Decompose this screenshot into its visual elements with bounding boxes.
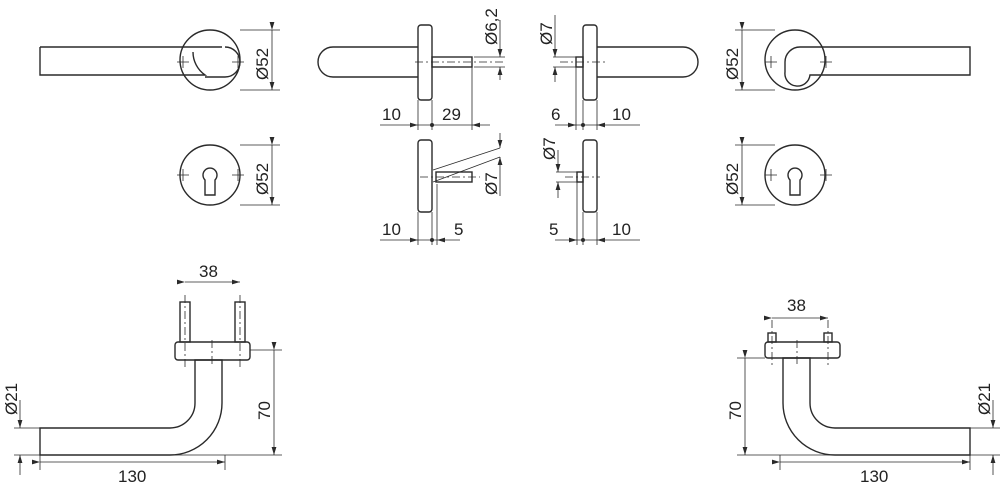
dim-lever-length-right: 130	[860, 467, 888, 486]
dim-spindle-diameter: Ø6,2	[482, 8, 501, 45]
lever-front-left: Ø52	[39, 22, 280, 91]
dim-lever-diameter-left: Ø21	[2, 383, 21, 415]
escutcheon-side-left: 10 5 Ø7	[380, 133, 503, 245]
dim-lever-height-right: 70	[726, 401, 745, 420]
dim-escutcheon-diameter-right: Ø52	[723, 163, 742, 195]
dim-pin-length-left: 5	[454, 220, 463, 239]
escutcheon-front-right: Ø52	[723, 137, 832, 206]
dim-pin-diameter-lower-right: Ø7	[540, 137, 559, 160]
dim-lever-diameter-right: Ø21	[975, 383, 994, 415]
dim-pin-length-6: 6	[551, 105, 560, 124]
dim-rose-diameter: Ø52	[253, 48, 272, 80]
dim-pin-length-right: 5	[549, 220, 558, 239]
escutcheon-front-left: Ø52	[177, 137, 280, 206]
dim-rose-thickness: 10	[382, 105, 401, 124]
dim-pin-diameter-upper: Ø7	[537, 22, 556, 45]
dim-lever-length-left: 130	[118, 467, 146, 486]
lever-side-left: 10 29 Ø6,2	[317, 8, 505, 130]
dim-lever-height-left: 70	[255, 401, 274, 420]
lever-top-right: 38 70 130 Ø21	[726, 296, 1000, 486]
lever-side-right: 6 10 Ø7	[537, 15, 699, 130]
lever-front-right: Ø52	[723, 22, 971, 91]
lever-top-left: 38 70 130 Ø21	[2, 262, 282, 486]
dim-escutcheon-diameter: Ø52	[253, 163, 272, 195]
dim-pin-diameter-lower-left: Ø7	[482, 172, 501, 195]
dim-pin-spacing-left: 38	[199, 262, 218, 281]
dim-rose-thickness-right: 10	[612, 105, 631, 124]
dim-rose-thickness-right-lower: 10	[612, 220, 631, 239]
dim-rose-diameter-right: Ø52	[723, 48, 742, 80]
dim-pin-spacing-right: 38	[787, 296, 806, 315]
dim-rose-thickness-lower: 10	[382, 220, 401, 239]
dim-spindle-length: 29	[442, 105, 461, 124]
escutcheon-side-right: 5 10 Ø7	[540, 137, 640, 245]
